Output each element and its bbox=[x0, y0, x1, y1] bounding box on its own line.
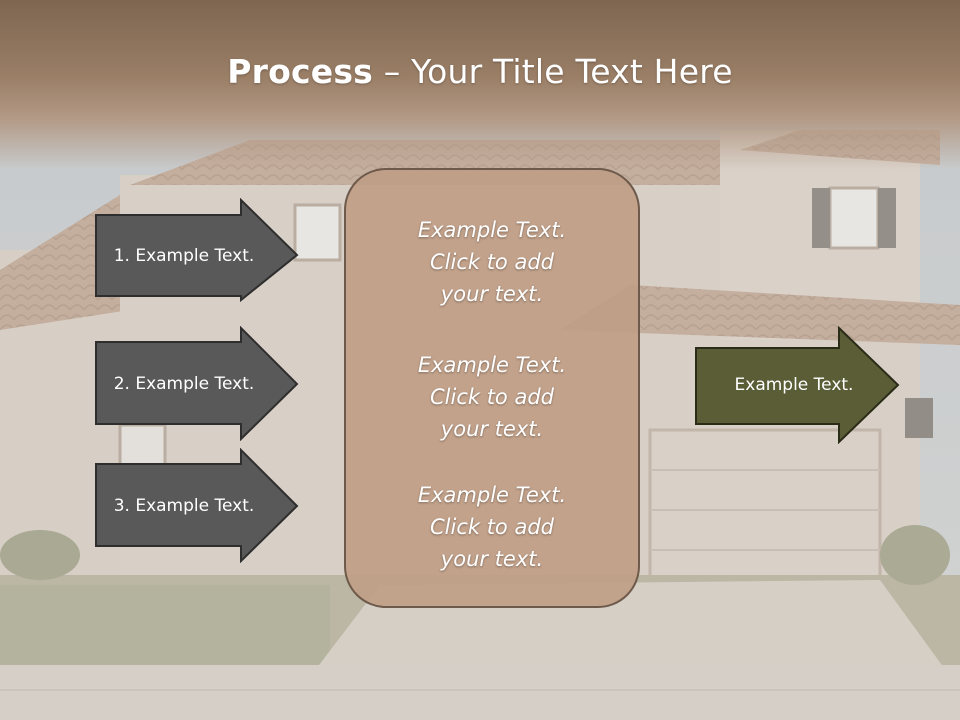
title-bold: Process bbox=[227, 52, 374, 91]
step-arrow-3[interactable]: 3. Example Text. bbox=[94, 448, 299, 563]
paragraph-line: your text. bbox=[440, 547, 544, 571]
arrow-right-shape bbox=[95, 198, 299, 303]
step-label-3: 3. Example Text. bbox=[113, 495, 255, 516]
result-label: Example Text. bbox=[734, 375, 854, 395]
step-arrow-2[interactable]: 2. Example Text. bbox=[94, 326, 299, 441]
center-paragraph-1[interactable]: Example Text. Click to add your text. bbox=[346, 214, 638, 310]
center-paragraph-2[interactable]: Example Text. Click to add your text. bbox=[346, 349, 638, 445]
arrow-right-shape bbox=[95, 448, 299, 563]
paragraph-line: Example Text. bbox=[417, 218, 567, 242]
arrow-right-shape bbox=[695, 326, 900, 444]
paragraph-line: Example Text. bbox=[417, 353, 567, 377]
step-label-2: 2. Example Text. bbox=[113, 373, 255, 394]
title-rest: – Your Title Text Here bbox=[373, 52, 733, 91]
paragraph-line: Click to add bbox=[429, 515, 554, 539]
center-paragraph-3[interactable]: Example Text. Click to add your text. bbox=[346, 479, 638, 575]
center-content-box[interactable]: Example Text. Click to add your text. Ex… bbox=[344, 168, 640, 608]
paragraph-line: your text. bbox=[440, 417, 544, 441]
title-band bbox=[0, 0, 960, 170]
paragraph-line: Example Text. bbox=[417, 483, 567, 507]
paragraph-line: Click to add bbox=[429, 250, 554, 274]
step-label-1: 1. Example Text. bbox=[113, 245, 255, 266]
step-arrow-1[interactable]: 1. Example Text. bbox=[94, 198, 299, 303]
result-arrow[interactable]: Example Text. bbox=[694, 326, 900, 444]
paragraph-line: your text. bbox=[440, 282, 544, 306]
slide-title[interactable]: Process – Your Title Text Here bbox=[0, 52, 960, 91]
arrow-right-shape bbox=[95, 326, 299, 441]
paragraph-line: Click to add bbox=[429, 385, 554, 409]
